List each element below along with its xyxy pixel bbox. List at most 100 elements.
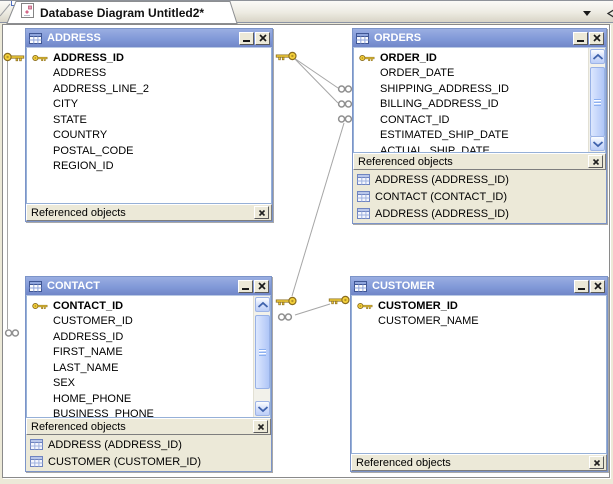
column-row[interactable]: BILLING_ADDRESS_ID — [354, 97, 605, 113]
key-connector-address-right[interactable] — [275, 51, 297, 61]
table-window-address[interactable]: ADDRESS ADDRESS_ID ADDRESS ADDRESS_LINE_… — [25, 28, 273, 222]
customer-titlebar[interactable]: CUSTOMER — [351, 277, 607, 295]
key-connector-contact[interactable] — [275, 296, 297, 306]
referenced-panel-close-icon[interactable] — [254, 206, 269, 219]
column-row-pk[interactable]: CUSTOMER_ID — [352, 298, 606, 314]
column-name: CITY — [53, 98, 79, 111]
referenced-objects-label: Referenced objects — [31, 206, 126, 219]
primary-key-icon — [357, 301, 373, 311]
column-row[interactable]: SEX — [27, 376, 270, 392]
column-row[interactable]: FIRST_NAME — [27, 345, 270, 361]
referenced-panel-close-icon[interactable] — [589, 456, 604, 469]
primary-key-icon — [32, 301, 48, 311]
referenced-panel-close-icon[interactable] — [253, 420, 268, 433]
column-row[interactable]: STATE — [27, 112, 271, 128]
referenced-objects-bar: Referenced objects — [26, 204, 272, 221]
column-name: CUSTOMER_NAME — [378, 315, 479, 328]
tab-database-diagram[interactable]: Database Diagram Untitled2* — [6, 1, 238, 24]
column-row[interactable]: ADDRESS_ID — [27, 329, 270, 345]
column-row-pk[interactable]: ADDRESS_ID — [27, 50, 271, 66]
column-row[interactable]: ADDRESS_LINE_2 — [27, 81, 271, 97]
column-row[interactable]: POSTAL_CODE — [27, 143, 271, 159]
column-row[interactable]: ACTUAL_SHIP_DATE — [354, 143, 605, 152]
table-window-orders[interactable]: ORDERS ORDER_ID ORDER_DATE SHIPPING_ADDR… — [352, 28, 607, 224]
close-button[interactable] — [254, 279, 269, 293]
many-connector-orders-billing-address[interactable] — [337, 100, 353, 108]
address-titlebar[interactable]: ADDRESS — [26, 29, 272, 47]
referenced-panel-close-icon[interactable] — [588, 155, 603, 168]
tab-scroll-left-icon[interactable] — [606, 7, 613, 20]
contact-scrollbar[interactable] — [253, 296, 270, 417]
referenced-object-item[interactable]: CONTACT (CONTACT_ID) — [353, 188, 606, 205]
column-row[interactable]: LAST_NAME — [27, 360, 270, 376]
column-row[interactable]: ORDER_DATE — [354, 66, 605, 82]
column-row-pk[interactable]: ORDER_ID — [354, 50, 605, 66]
many-connector-orders-contact[interactable] — [337, 115, 353, 123]
referenced-object-label: ADDRESS (ADDRESS_ID) — [375, 173, 509, 186]
key-connector-address-left[interactable] — [3, 52, 25, 62]
table-icon — [29, 280, 42, 292]
contact-column-list: CONTACT_ID CUSTOMER_ID ADDRESS_ID FIRST_… — [26, 295, 271, 418]
column-row[interactable]: CITY — [27, 97, 271, 113]
column-name: SHIPPING_ADDRESS_ID — [380, 82, 509, 95]
column-row[interactable]: CUSTOMER_NAME — [352, 314, 606, 330]
key-connector-customer[interactable] — [328, 295, 350, 305]
minimize-button[interactable] — [239, 31, 254, 45]
referenced-objects-label: Referenced objects — [358, 155, 453, 168]
column-row-pk[interactable]: CONTACT_ID — [27, 298, 270, 314]
many-connector-contact-address[interactable] — [4, 329, 20, 337]
column-name: ESTIMATED_SHIP_DATE — [380, 129, 509, 142]
close-button[interactable] — [255, 31, 270, 45]
many-connector-contact-customer[interactable] — [277, 313, 293, 321]
table-icon — [356, 32, 369, 44]
column-row[interactable]: CONTACT_ID — [354, 112, 605, 128]
primary-key-icon — [359, 53, 375, 63]
table-window-customer[interactable]: CUSTOMER CUSTOMER_ID CUSTOMER_NAME Refer… — [350, 276, 608, 472]
close-button[interactable] — [590, 279, 605, 293]
orders-scrollbar[interactable] — [588, 48, 605, 152]
scroll-down-icon[interactable] — [590, 136, 605, 151]
referenced-object-item[interactable]: ADDRESS (ADDRESS_ID) — [353, 171, 606, 188]
address-column-list: ADDRESS_ID ADDRESS ADDRESS_LINE_2 CITY S… — [26, 47, 272, 204]
column-row[interactable]: ADDRESS — [27, 66, 271, 82]
referenced-objects-bar: Referenced objects — [351, 454, 607, 471]
column-row[interactable]: REGION_ID — [27, 159, 271, 175]
column-row[interactable]: BUSINESS_PHONE — [27, 407, 270, 417]
minimize-button[interactable] — [573, 31, 588, 45]
scrollbar-thumb[interactable] — [255, 315, 270, 389]
scrollbar-thumb[interactable] — [590, 67, 605, 137]
column-row[interactable]: COUNTRY — [27, 128, 271, 144]
scroll-up-icon[interactable] — [590, 49, 605, 64]
many-connector-orders-shipping-address[interactable] — [337, 85, 353, 93]
scroll-down-icon[interactable] — [255, 401, 270, 416]
table-icon — [30, 439, 43, 450]
column-name: CUSTOMER_ID — [378, 299, 458, 312]
column-name: LAST_NAME — [53, 361, 119, 374]
referenced-object-item[interactable]: ADDRESS (ADDRESS_ID) — [26, 436, 271, 453]
referenced-object-label: ADDRESS (ADDRESS_ID) — [375, 207, 509, 220]
referenced-object-item[interactable]: ADDRESS (ADDRESS_ID) — [353, 205, 606, 222]
referenced-objects-label: Referenced objects — [356, 456, 451, 469]
tab-list-dropdown-icon[interactable] — [583, 11, 591, 16]
column-row[interactable]: ESTIMATED_SHIP_DATE — [354, 128, 605, 144]
column-name: COUNTRY — [53, 129, 108, 142]
diagram-page-icon — [20, 2, 35, 23]
contact-titlebar[interactable]: CONTACT — [26, 277, 271, 295]
column-row[interactable]: HOME_PHONE — [27, 391, 270, 407]
close-button[interactable] — [589, 31, 604, 45]
table-icon — [357, 208, 370, 219]
orders-titlebar[interactable]: ORDERS — [353, 29, 606, 47]
column-row[interactable]: SHIPPING_ADDRESS_ID — [354, 81, 605, 97]
column-name: BILLING_ADDRESS_ID — [380, 98, 499, 111]
referenced-object-item[interactable]: CUSTOMER (CUSTOMER_ID) — [26, 453, 271, 470]
table-icon — [354, 280, 367, 292]
scroll-up-icon[interactable] — [255, 297, 270, 312]
column-row[interactable]: CUSTOMER_ID — [27, 314, 270, 330]
minimize-button[interactable] — [238, 279, 253, 293]
contact-referenced-list: ADDRESS (ADDRESS_ID) CUSTOMER (CUSTOMER_… — [26, 435, 271, 471]
minimize-button[interactable] — [574, 279, 589, 293]
table-window-contact[interactable]: CONTACT CONTACT_ID CUSTOMER_ID ADDRESS_I… — [25, 276, 272, 472]
diagram-canvas[interactable]: ADDRESS ADDRESS_ID ADDRESS ADDRESS_LINE_… — [2, 24, 610, 478]
referenced-objects-label: Referenced objects — [31, 420, 126, 433]
table-icon — [357, 191, 370, 202]
